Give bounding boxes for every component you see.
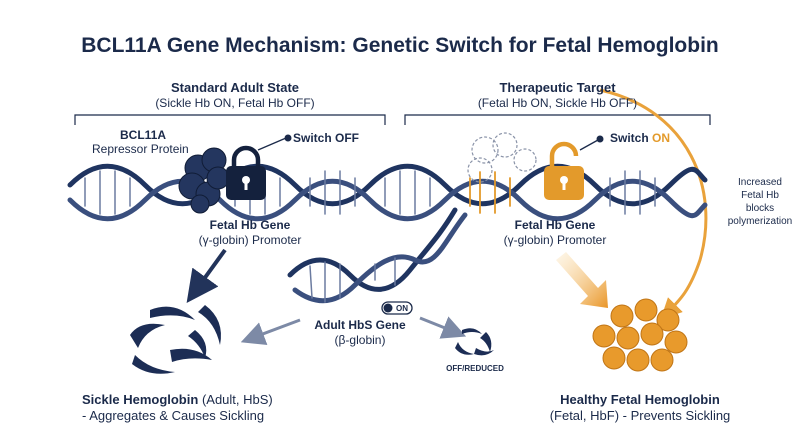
left-bracket (74, 114, 386, 125)
sickle-cell-icon (130, 305, 221, 374)
unlock-icon (544, 141, 584, 200)
fetal-outcome-title: Healthy Fetal Hemoglobin (560, 392, 720, 407)
sickle-outcome-title: Sickle Hemoglobin (Adult, HbS) (82, 392, 273, 407)
toggle-icon (381, 301, 413, 315)
left-subheading: (Sickle Hb ON, Fetal Hb OFF) (155, 96, 315, 110)
switch-off-dot (284, 134, 292, 142)
right-gene-desc: (γ-globin) Promoter (503, 233, 607, 247)
arrow-adult-to-sickle (240, 318, 301, 346)
side-note: Increased Fetal Hb blocks polymerization (727, 177, 793, 227)
right-heading: Therapeutic Target (499, 80, 616, 95)
switch-off-label: Switch OFF (293, 131, 359, 145)
fetal-outcome-desc: (Fetal, HbF) - Prevents Sickling (549, 408, 731, 423)
switch-off-pointer (257, 137, 287, 151)
reduced-label: OFF/REDUCED (446, 364, 504, 373)
switch-on-label: Switch ON (610, 131, 671, 145)
toggle-label: ON (396, 304, 408, 313)
arrow-to-sickle (186, 248, 227, 303)
right-subheading: (Fetal Hb ON, Sickle Hb OFF) (477, 96, 638, 110)
adult-gene-name: Adult HbS Gene (314, 318, 406, 332)
page-title: BCL11A Gene Mechanism: Genetic Switch fo… (81, 34, 719, 57)
adult-gene-desc: (β-globin) (334, 333, 386, 347)
left-gene-name: Fetal Hb Gene (209, 218, 291, 232)
lock-icon (226, 145, 266, 200)
left-heading: Standard Adult State (170, 80, 300, 95)
arrow-adult-to-reduced (419, 316, 467, 339)
adult-gene-helix (287, 207, 468, 304)
right-bracket (404, 114, 711, 125)
repressor-name: BCL11A (120, 128, 167, 142)
switch-on-pointer (579, 139, 599, 151)
fetal-cell-icon (592, 298, 688, 372)
dissociated-repressor-icon (467, 132, 537, 183)
sickle-outcome-desc: - Aggregates & Causes Sickling (82, 408, 265, 423)
repressor-desc: Repressor Protein (92, 142, 189, 156)
repressor-protein-icon (178, 147, 230, 214)
dna-helix (67, 163, 708, 222)
reduced-sickle-icon (455, 328, 494, 356)
switch-on-dot (596, 135, 604, 143)
right-gene-name: Fetal Hb Gene (514, 218, 596, 232)
polymerization-arrow (599, 88, 708, 320)
arrow-to-fetal (556, 252, 608, 308)
left-gene-desc: (γ-globin) Promoter (198, 233, 302, 247)
